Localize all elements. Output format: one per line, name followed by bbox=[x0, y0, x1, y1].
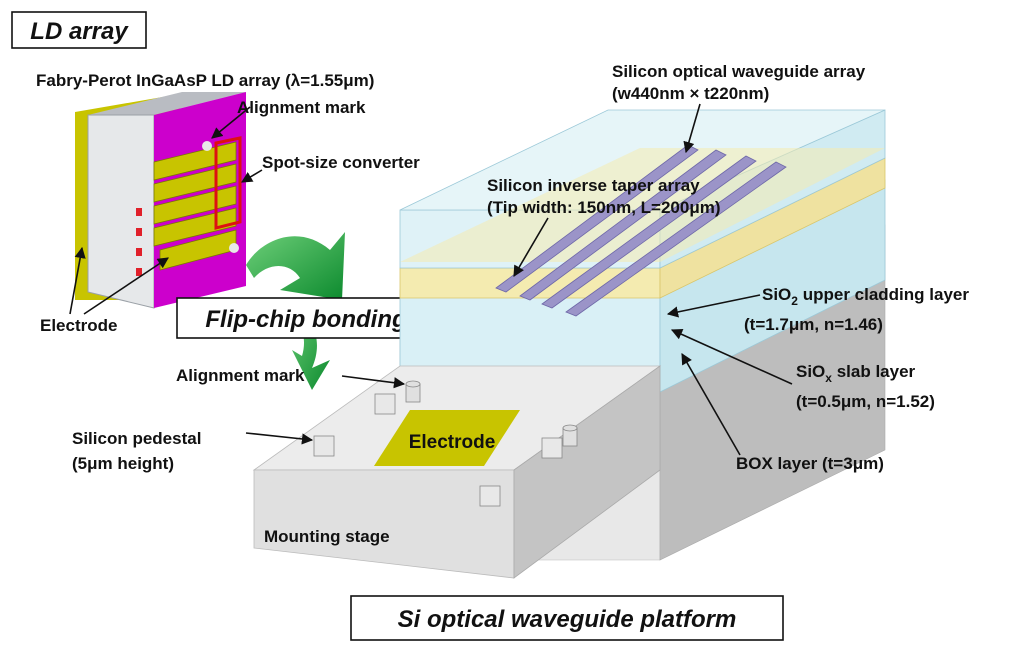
upper-cladding-sub: 2 bbox=[791, 294, 798, 308]
waveguide-array-arrow bbox=[683, 103, 701, 154]
ld-chip bbox=[75, 92, 246, 309]
alignment-mark-top-arrow bbox=[211, 106, 251, 139]
electrode-left-arrow-1 bbox=[69, 246, 86, 315]
flip-chip-label-box: Flip-chip bonding bbox=[176, 297, 436, 339]
ld-facet-emitters bbox=[136, 208, 142, 276]
silicon-pedestals bbox=[313, 393, 563, 507]
taper-dims: (Tip width: 150nm, L=200μm) bbox=[487, 198, 721, 217]
flip-chip-label: Flip-chip bonding bbox=[205, 306, 407, 333]
upper-cladding-suffix: upper cladding layer bbox=[798, 285, 969, 304]
taper-arrow bbox=[513, 217, 549, 277]
stage-electrode-label: Electrode bbox=[409, 432, 496, 453]
upper-cladding-arrow bbox=[666, 294, 761, 318]
svg-text:SiO2 upper cladding layer: SiO2 upper cladding layer bbox=[762, 285, 969, 308]
mounting-stage bbox=[252, 365, 662, 579]
box-layer-label: BOX layer (t=3μm) bbox=[736, 454, 884, 473]
box-layer-arrow bbox=[681, 353, 741, 456]
alignment-mark-bottom-label: Alignment mark bbox=[176, 366, 305, 385]
waveguide-array-dims: (w440nm × t220nm) bbox=[612, 84, 769, 103]
ld-alignment-mark-2 bbox=[229, 243, 239, 253]
flip-arrow-icon bbox=[246, 232, 345, 390]
platform-title-box: Si optical waveguide platform bbox=[350, 595, 784, 641]
pedestal-height: (5μm height) bbox=[72, 454, 174, 473]
stage-electrode bbox=[374, 410, 520, 466]
upper-cladding-prefix: SiO bbox=[762, 285, 791, 304]
ld-side-face bbox=[87, 114, 155, 309]
spot-size-converter-arrow bbox=[241, 169, 263, 183]
slab-params: (t=0.5μm, n=1.52) bbox=[796, 392, 935, 411]
spot-size-converter-label: Spot-size converter bbox=[262, 153, 420, 172]
pedestal-arrow bbox=[245, 432, 314, 445]
slab-prefix: SiO bbox=[796, 362, 825, 381]
ld-electrode-stripes bbox=[153, 141, 237, 271]
slab-arrow bbox=[670, 329, 793, 385]
waveguide-array bbox=[495, 144, 787, 317]
spot-size-converter-box bbox=[214, 136, 242, 230]
slab-suffix: slab layer bbox=[832, 362, 916, 381]
slab-sub: x bbox=[825, 371, 832, 385]
upper-cladding-params: (t=1.7μm, n=1.46) bbox=[744, 315, 883, 334]
electrode-left-label: Electrode bbox=[40, 316, 117, 335]
alignment-mark-bottom-arrow bbox=[341, 375, 406, 389]
ld-array-title: LD array bbox=[30, 18, 129, 45]
mounting-stage-label: Mounting stage bbox=[264, 527, 390, 546]
slab-label: SiOx slab layer bbox=[796, 362, 916, 385]
ld-alignment-mark bbox=[202, 141, 212, 151]
ld-array-description: Fabry-Perot InGaAsP LD array (λ=1.55μm) bbox=[36, 71, 374, 90]
stage-alignment-marks bbox=[405, 380, 578, 447]
pedestal-label: Silicon pedestal bbox=[72, 429, 201, 448]
ld-top-face bbox=[88, 92, 246, 115]
svg-text:SiOx slab layer: SiOx slab layer bbox=[796, 362, 916, 385]
alignment-mark-top-label: Alignment mark bbox=[237, 98, 366, 117]
ld-array-title-box: LD array bbox=[11, 11, 147, 49]
upper-cladding-label: SiO2 upper cladding layer bbox=[762, 285, 969, 308]
taper-label: Silicon inverse taper array bbox=[487, 176, 700, 195]
waveguide-array-label: Silicon optical waveguide array bbox=[612, 62, 866, 81]
electrode-left-arrow-2 bbox=[83, 257, 169, 315]
platform-title: Si optical waveguide platform bbox=[398, 606, 737, 633]
